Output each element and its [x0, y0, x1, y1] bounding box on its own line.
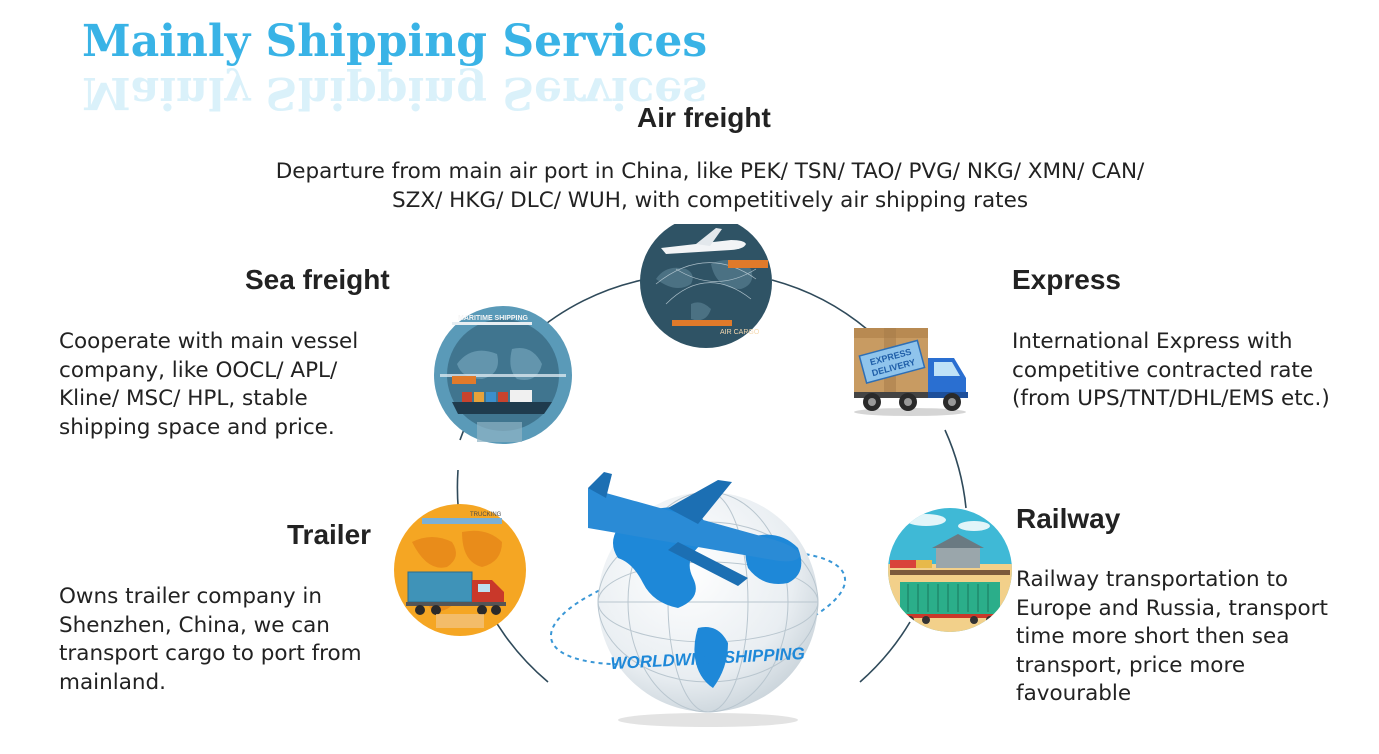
air-freight-description: Departure from main air port in China, l… — [230, 158, 1190, 215]
railway-description: Railway transportation to Europe and Rus… — [1016, 566, 1376, 709]
air-freight-heading: Air freight — [637, 102, 771, 133]
railway-line-4: transport, price more — [1016, 652, 1246, 678]
maritime-shipping-label: MARITIME SHIPPING — [458, 315, 529, 322]
sea-freight-heading: Sea freight — [245, 264, 390, 295]
express-description: International Express with competitive c… — [1012, 328, 1372, 414]
worldwide-shipping-globe: WORLDWIDE SHIPPING — [549, 472, 847, 727]
sea-freight-line-3: Kline/ MSC/ HPL, stable — [59, 386, 308, 411]
trailer-line-2: Shenzhen, China, we can — [59, 612, 330, 638]
sea-freight-icon: MARITIME SHIPPING — [434, 306, 572, 444]
air-cargo-label: AIR CARGO — [720, 329, 760, 336]
railway-line-5: favourable — [1016, 681, 1132, 706]
railway-line-3: time more short then sea — [1016, 624, 1290, 649]
trailer-description: Owns trailer company in Shenzhen, China,… — [59, 583, 419, 697]
trucking-label: TRUCKING — [470, 512, 502, 518]
express-truck-icon: EXPRESS DELIVERY — [854, 328, 968, 416]
sea-freight-line-2: company, like OOCL/ APL/ — [59, 357, 338, 383]
sea-freight-description: Cooperate with main vessel company, like… — [59, 328, 419, 442]
air-freight-line-2: SZX/ HKG/ DLC/ WUH, with competitively a… — [391, 187, 1029, 213]
air-freight-line-1: Departure from main air port in China, l… — [275, 159, 1145, 184]
railway-icon — [888, 508, 1012, 632]
trailer-line-3: transport cargo to port from — [59, 641, 362, 666]
express-line-2: competitive contracted rate — [1012, 357, 1314, 383]
railway-heading: Railway — [1016, 503, 1121, 534]
trailer-icon: TRUCKING — [394, 504, 526, 636]
page-title: Mainly Shipping Services — [82, 16, 708, 67]
express-line-1: International Express with — [1012, 329, 1293, 354]
air-freight-icon: AIR CARGO — [640, 224, 772, 348]
railway-line-1: Railway transportation to — [1016, 567, 1289, 592]
sea-freight-line-1: Cooperate with main vessel — [59, 329, 359, 354]
trailer-line-1: Owns trailer company in — [59, 584, 322, 609]
railway-line-2: Europe and Russia, transport — [1016, 595, 1328, 621]
page-title-block: Mainly Shipping Services Mainly Shipping… — [82, 14, 708, 118]
trailer-heading: Trailer — [287, 519, 372, 550]
express-heading: Express — [1012, 264, 1121, 295]
globe-shadow — [618, 713, 798, 727]
trailer-line-4: mainland. — [59, 669, 166, 695]
express-line-3: (from UPS/TNT/DHL/EMS etc.) — [1012, 386, 1330, 411]
sea-freight-line-4: shipping space and price. — [59, 414, 335, 440]
